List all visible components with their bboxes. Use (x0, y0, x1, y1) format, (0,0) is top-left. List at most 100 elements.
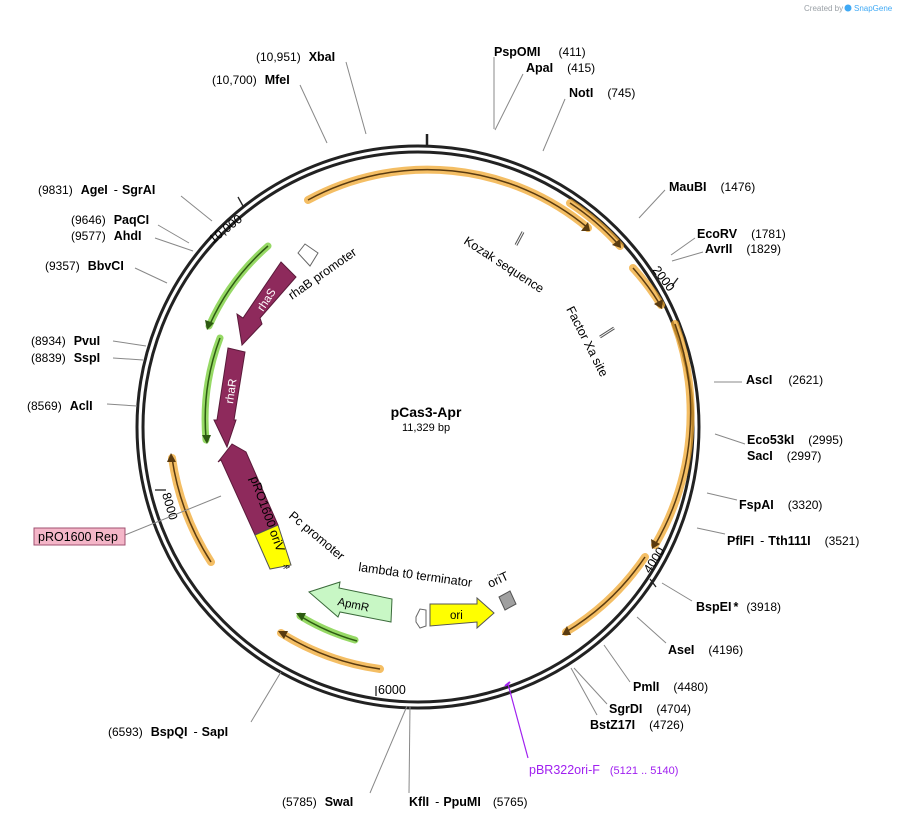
orf-arc-3-head (654, 299, 663, 309)
green-arc-1-head (205, 320, 214, 330)
site-avrii: AvrII(1829) (705, 242, 781, 256)
orf-arc-1 (307, 168, 589, 229)
rhas-arrow (236, 261, 297, 347)
site-pmli: PmlI(4480) (633, 680, 708, 694)
orit-label: oriT (485, 569, 511, 591)
site-acli: (8569)AclI (27, 399, 93, 413)
backbone-outer-ring (135, 144, 701, 710)
leader-swai (369, 705, 408, 794)
pro1600-oriv-yellow-block (254, 524, 292, 570)
kozak-label: Kozak sequence (461, 234, 546, 296)
site-apai: ApaI(415) (526, 61, 595, 75)
tick-4000 (649, 578, 657, 588)
orf-arc-5-head (562, 626, 571, 635)
site-swai: (5785)SwaI (282, 795, 353, 809)
site-eco53ki: Eco53kI(2995) (747, 433, 843, 447)
leader-pmli (603, 644, 631, 683)
site-sspi: (8839)SspI (31, 351, 100, 365)
site-pflfi-tth111i: PflFI-Tth111I(3521) (727, 534, 859, 548)
site-xbai: (10,951)XbaI (256, 50, 335, 64)
rhar-label: rhaR (224, 378, 239, 404)
ori-arrow (429, 596, 495, 630)
tick-10000 (237, 196, 244, 207)
orf-arc-1-head (581, 222, 590, 231)
site-bstz17i: BstZ17I(4726) (590, 718, 684, 732)
site-agei-sgrai: (9831)AgeI-SgrAI (38, 183, 155, 197)
leader-fspai (706, 492, 738, 501)
site-leader-lines (106, 57, 746, 794)
leader-sgrdi (573, 667, 608, 705)
leader-apai (494, 73, 524, 131)
pro1600-rep-label: pRO1600 Rep (38, 530, 118, 544)
leader-ahdi (154, 237, 194, 252)
leader-asei (636, 616, 667, 644)
leader-ecorv (670, 237, 696, 256)
site-saci: SacI(2997) (747, 449, 821, 463)
tick-2000 (671, 277, 679, 287)
credit-prefix: Created by (804, 4, 843, 13)
rhar-arrow (213, 347, 246, 449)
green-orf-arcs (201, 242, 359, 644)
rha-features: rhaS rhaR ≫ (213, 261, 297, 571)
leader-kfli (408, 705, 411, 794)
snapgene-credit: Created by SnapGene (804, 4, 893, 13)
orf-arc-6-glow (277, 629, 384, 673)
orf-arc-7 (171, 457, 212, 563)
factor-xa-mark-inner (599, 327, 615, 338)
leader-sspi (112, 357, 144, 361)
tick-label-6000: 6000 (378, 683, 406, 697)
ori-label: ori (450, 610, 463, 622)
green-arc-1 (209, 245, 269, 325)
restriction-sites: (10,951)XbaI (10,700)MfeI PspOMI(411) Ap… (27, 45, 859, 809)
orf-arc-4 (654, 323, 692, 546)
leader-avrii (671, 251, 704, 262)
site-ahdi: (9577)AhdI (71, 229, 141, 243)
orf-arc-5-glow (562, 553, 649, 636)
primer-mark (504, 681, 511, 687)
leader-paqci (157, 224, 190, 244)
leader-pvui (112, 340, 147, 347)
leader-mfei (299, 84, 328, 144)
primer-leader (507, 683, 529, 759)
site-asei: AseI(4196) (668, 643, 743, 657)
primer-pbr322ori-f: pBR322ori-F(5121 .. 5140) (504, 681, 678, 777)
rhab-promoter-arrow (297, 243, 319, 267)
site-paqci: (9646)PaqCI (71, 213, 149, 227)
tiny-feature-mark: ≫ (283, 564, 290, 571)
lambda-t0-terminator-label: lambda t0 terminator (358, 560, 473, 590)
site-asci: AscI(2621) (746, 373, 823, 387)
site-pspomi: PspOMI(411) (494, 45, 586, 59)
leader-noti (542, 98, 566, 152)
leader-maubi (638, 189, 666, 219)
leader-acli (106, 403, 138, 407)
leader-bstz17i (570, 667, 598, 716)
site-noti: NotI(745) (569, 86, 635, 100)
leader-eco53ki (714, 433, 746, 445)
site-fspai: FspAI(3320) (739, 498, 822, 512)
green-arc-2 (204, 337, 221, 439)
orf-arc-5 (565, 556, 646, 633)
green-arc-3-glow (296, 612, 359, 644)
rhab-promoter-label: rhaB promoter (286, 245, 359, 302)
green-arc-3-head (296, 613, 306, 621)
orf-arc-7-head (167, 453, 176, 462)
site-pvui: (8934)PvuI (31, 334, 100, 348)
credit-brand: SnapGene (854, 4, 893, 13)
pro1600-rep-leader (124, 495, 222, 536)
factor-xa-label: Factor Xa site (563, 304, 611, 379)
plasmid-length: 11,329 bp (402, 422, 450, 434)
orf-arc-6 (282, 633, 381, 670)
leader-agei (180, 195, 213, 222)
site-maubi: MauBI(1476) (669, 180, 755, 194)
lambda-t0-terminator-arrow (415, 608, 427, 629)
leader-bspei (661, 582, 693, 602)
leader-bbvci (134, 267, 168, 284)
orf-arc-4-head (651, 539, 660, 549)
site-mfei: (10,700)MfeI (212, 73, 290, 87)
site-bbvci: (9357)BbvCI (45, 259, 124, 273)
apmr-arrow (307, 581, 393, 623)
kozak-mark-inner (515, 231, 524, 246)
site-ecorv: EcoRV(1781) (697, 227, 786, 241)
orf-arc-6-head (278, 631, 288, 639)
